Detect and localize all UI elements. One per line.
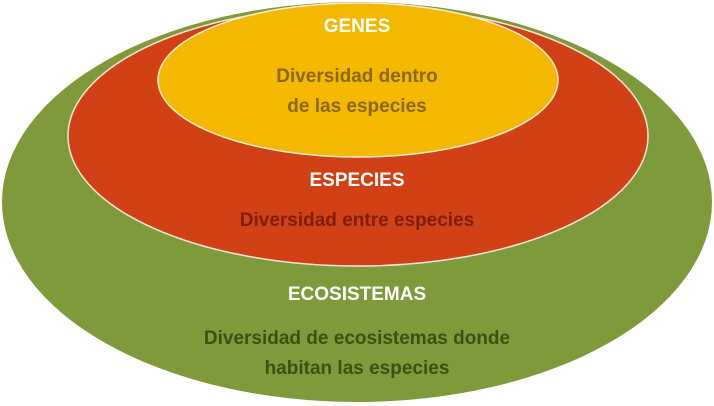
ecosystems-description-line2: habitan las especies (264, 358, 450, 379)
genes-description-line2: de las especies (287, 96, 427, 117)
species-description: Diversidad entre especies (239, 210, 475, 231)
ecosystems-description-line1: Diversidad de ecosistemas donde (203, 328, 511, 349)
genes-description-line1: Diversidad dentro (276, 66, 438, 87)
genes-title: GENES (323, 16, 391, 37)
genes-ellipse (157, 2, 559, 158)
ecosystems-title: ECOSISTEMAS (287, 284, 427, 305)
species-title: ESPECIES (309, 170, 405, 191)
